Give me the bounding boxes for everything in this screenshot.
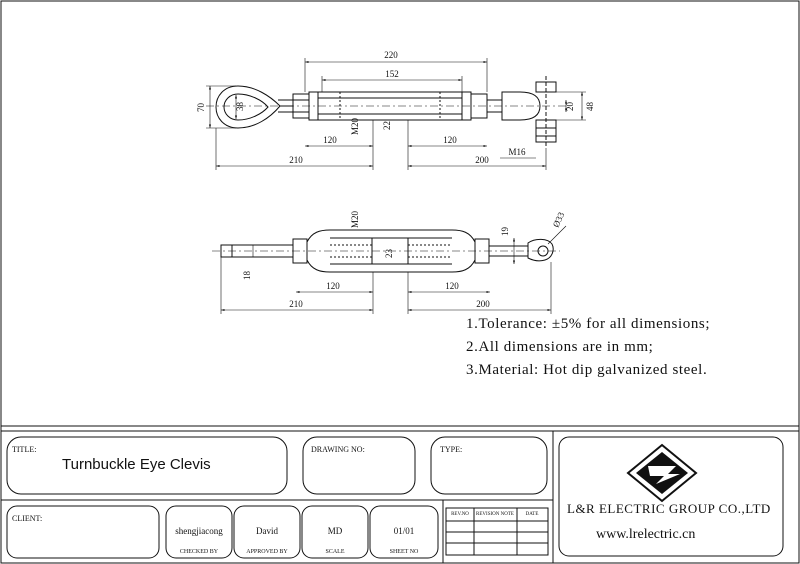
- dim-70: 70: [196, 103, 206, 113]
- rev-no-header: REV.NO: [451, 512, 469, 517]
- side-dim-23: 23: [384, 249, 394, 259]
- side-eye: [527, 238, 554, 262]
- dim-48: 48: [585, 102, 595, 112]
- clevis-outline: [501, 91, 541, 121]
- company-website[interactable]: www.lrelectric.cn: [596, 527, 696, 542]
- drawing-no-box: [302, 436, 416, 495]
- dim-left-120: 120: [323, 135, 337, 145]
- cell-box-3: [301, 505, 369, 559]
- client-box: [6, 505, 160, 559]
- dim-left-210: 210: [289, 155, 303, 165]
- side-dim-19: 19: [500, 227, 510, 237]
- dim-m20-top: M20: [350, 117, 360, 135]
- cell-box-1: [165, 505, 233, 559]
- drawing-title: Turnbuckle Eye Clevis: [62, 456, 211, 473]
- sheet-no-value: 01/01: [393, 526, 415, 536]
- drawing-no-label: DRAWING NO:: [311, 445, 365, 454]
- checked-by-label: CHECKED BY: [179, 549, 219, 555]
- approved-by-label: APPROVED BY: [246, 549, 288, 555]
- dim-right-200: 200: [475, 155, 489, 165]
- eye-inner: [223, 93, 269, 121]
- side-dim-right-200: 200: [476, 299, 490, 309]
- side-dim-right-120: 120: [445, 281, 459, 291]
- side-dim-left-120: 120: [326, 281, 340, 291]
- approved-by-value: David: [256, 526, 278, 536]
- dim-220: 220: [384, 50, 398, 60]
- revision-note-header: REVISION NOTE: [476, 512, 514, 517]
- scale-value: MD: [327, 526, 343, 536]
- dim-20: 20: [565, 102, 575, 112]
- client-label: CLIENT:: [12, 514, 43, 523]
- dim-152: 152: [385, 69, 399, 79]
- company-logo: [626, 443, 698, 503]
- side-dim-m20: M20: [350, 210, 360, 228]
- company-box: [558, 436, 784, 557]
- type-label: TYPE:: [440, 445, 463, 454]
- scale-label: SCALE: [325, 549, 345, 555]
- side-view: [212, 229, 560, 273]
- type-box: [430, 436, 548, 495]
- title-block-frame: [1, 425, 799, 563]
- checked-by-value: shengjiacong: [175, 526, 223, 536]
- side-dim-33: Ø33: [551, 210, 567, 229]
- top-view-dimensions: [206, 58, 586, 170]
- cell-box-2: [233, 505, 301, 559]
- note-units: 2.All dimensions are in mm;: [466, 339, 654, 355]
- cell-box-4: [369, 505, 439, 559]
- right-nut: [470, 93, 488, 119]
- dim-38: 38: [235, 102, 245, 112]
- note-material: 3.Material: Hot dip galvanized steel.: [466, 362, 708, 378]
- sheet-no-label: SHEET NO: [389, 549, 419, 555]
- side-dim-left-210: 210: [289, 299, 303, 309]
- side-dim-18: 18: [242, 271, 252, 281]
- dim-m16: M16: [508, 147, 526, 157]
- top-view: [206, 76, 566, 148]
- title-label: TITLE:: [12, 445, 37, 454]
- company-name: L&R ELECTRIC GROUP CO.,LTD: [567, 501, 771, 516]
- date-header: DATE: [525, 512, 539, 517]
- dim-22: 22: [382, 121, 392, 130]
- side-view-dimensions: [220, 225, 567, 314]
- note-tolerance: 1.Tolerance: ±5% for all dimensions;: [466, 316, 711, 332]
- dim-right-120: 120: [443, 135, 457, 145]
- title-box: [6, 436, 288, 495]
- eye-outline: [215, 85, 281, 129]
